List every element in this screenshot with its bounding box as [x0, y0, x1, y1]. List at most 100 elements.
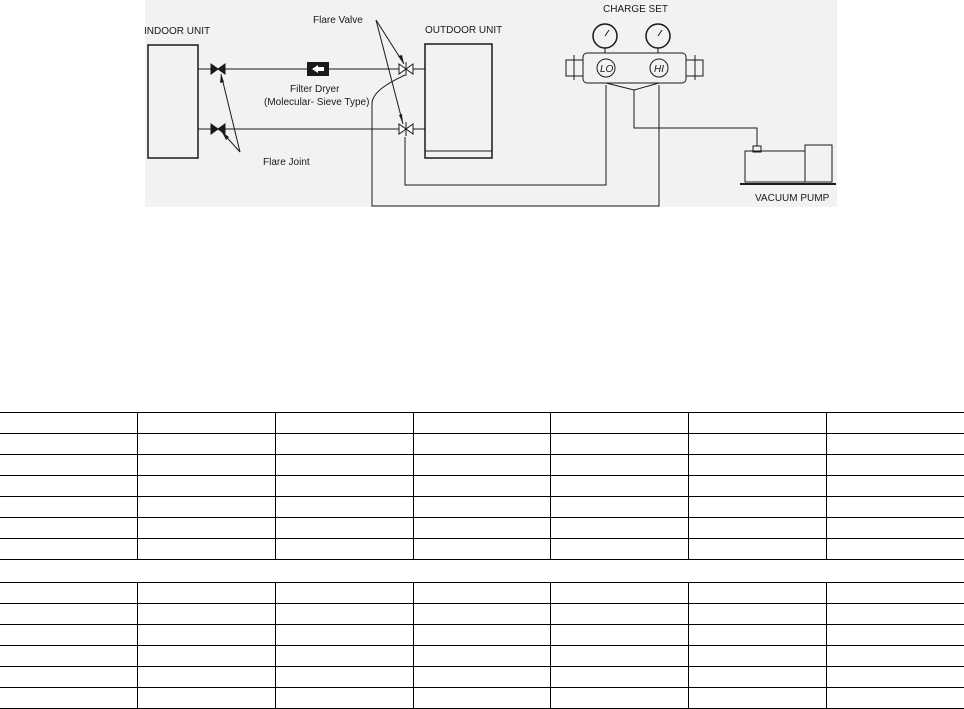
table-row	[0, 475, 964, 497]
table-cell	[825, 496, 964, 518]
filter-dryer-icon	[307, 62, 329, 76]
table-cell	[825, 517, 964, 539]
table-row	[0, 517, 964, 539]
table-cell	[137, 475, 276, 497]
table-cell	[0, 645, 138, 667]
table-cell	[688, 475, 827, 497]
flare-joint-label: Flare Joint	[263, 157, 310, 168]
table-cell	[274, 538, 414, 560]
table-row	[0, 538, 964, 560]
table-cell	[688, 517, 827, 539]
charge-set-label: CHARGE SET	[603, 4, 668, 15]
table-cell	[550, 454, 689, 476]
flare-valve-lower-icon	[398, 122, 414, 136]
table-cell	[825, 645, 964, 667]
table-cell	[688, 582, 827, 604]
table-cell	[412, 475, 551, 497]
table-cell	[825, 666, 964, 688]
table-cell	[0, 603, 138, 625]
table-cell	[825, 475, 964, 497]
table-cell	[0, 475, 138, 497]
table-cell	[825, 582, 964, 604]
table-cell	[688, 412, 827, 434]
table-cell	[274, 603, 414, 625]
table-cell	[688, 496, 827, 518]
table-cell	[825, 412, 964, 434]
table-cell	[550, 582, 689, 604]
refrigerant-piping-diagram: INDOOR UNIT OUTDOOR UNIT Flare Valve CHA…	[144, 0, 837, 207]
table-row	[0, 412, 964, 434]
table-cell	[412, 538, 551, 560]
vacuum-pump-icon	[740, 144, 836, 185]
empty-table-2	[0, 582, 964, 709]
table-cell	[274, 454, 414, 476]
flare-joint-upper-icon	[210, 63, 226, 75]
table-cell	[274, 666, 414, 688]
table-row	[0, 666, 964, 688]
table-cell	[550, 603, 689, 625]
vacuum-pump-label: VACUUM PUMP	[755, 193, 830, 204]
table-cell	[688, 538, 827, 560]
table-cell	[0, 687, 138, 709]
table-cell	[825, 454, 964, 476]
flare-joint-lower-icon	[210, 123, 226, 135]
table-cell	[137, 582, 276, 604]
outdoor-unit-box	[424, 43, 493, 159]
empty-table-1	[0, 412, 964, 560]
table-cell	[412, 412, 551, 434]
filter-dryer-type-label: (Molecular- Sieve Type)	[264, 97, 369, 108]
table-row	[0, 433, 964, 455]
table-cell	[137, 687, 276, 709]
table-cell	[412, 603, 551, 625]
table-cell	[825, 433, 964, 455]
table-cell	[550, 666, 689, 688]
table-cell	[550, 687, 689, 709]
diagram-background	[145, 0, 837, 207]
table-cell	[137, 538, 276, 560]
table-row	[0, 687, 964, 709]
table-cell	[0, 412, 138, 434]
table-cell	[137, 645, 276, 667]
table-cell	[0, 517, 138, 539]
table-cell	[412, 624, 551, 646]
table-cell	[550, 412, 689, 434]
flare-valve-label: Flare Valve	[313, 15, 363, 26]
table-cell	[688, 666, 827, 688]
table-cell	[274, 624, 414, 646]
table-row	[0, 496, 964, 518]
table-cell	[412, 454, 551, 476]
table-cell	[825, 538, 964, 560]
table-cell	[137, 666, 276, 688]
table-cell	[688, 645, 827, 667]
table-cell	[550, 538, 689, 560]
table-row	[0, 454, 964, 476]
table-cell	[550, 496, 689, 518]
table-cell	[137, 624, 276, 646]
table-cell	[412, 433, 551, 455]
table-cell	[688, 624, 827, 646]
table-cell	[274, 517, 414, 539]
table-cell	[688, 433, 827, 455]
table-cell	[825, 603, 964, 625]
table-cell	[274, 475, 414, 497]
hi-gauge-label: HI	[654, 64, 664, 75]
table-cell	[274, 412, 414, 434]
table-row	[0, 645, 964, 667]
indoor-unit-label: INDOOR UNIT	[144, 26, 210, 37]
filter-dryer-label: Filter Dryer	[290, 84, 340, 95]
table-cell	[0, 666, 138, 688]
table-cell	[137, 412, 276, 434]
lo-gauge-label: LO	[600, 64, 614, 75]
table-cell	[137, 603, 276, 625]
table-cell	[412, 582, 551, 604]
table-cell	[137, 454, 276, 476]
table-cell	[825, 624, 964, 646]
lo-valve-knob	[596, 58, 616, 78]
table-cell	[412, 687, 551, 709]
hi-valve-knob	[649, 58, 669, 78]
vacuum-hose	[633, 90, 758, 146]
table-cell	[550, 517, 689, 539]
low-pressure-gauge-icon	[592, 23, 618, 49]
table-cell	[550, 475, 689, 497]
table-row	[0, 582, 964, 604]
